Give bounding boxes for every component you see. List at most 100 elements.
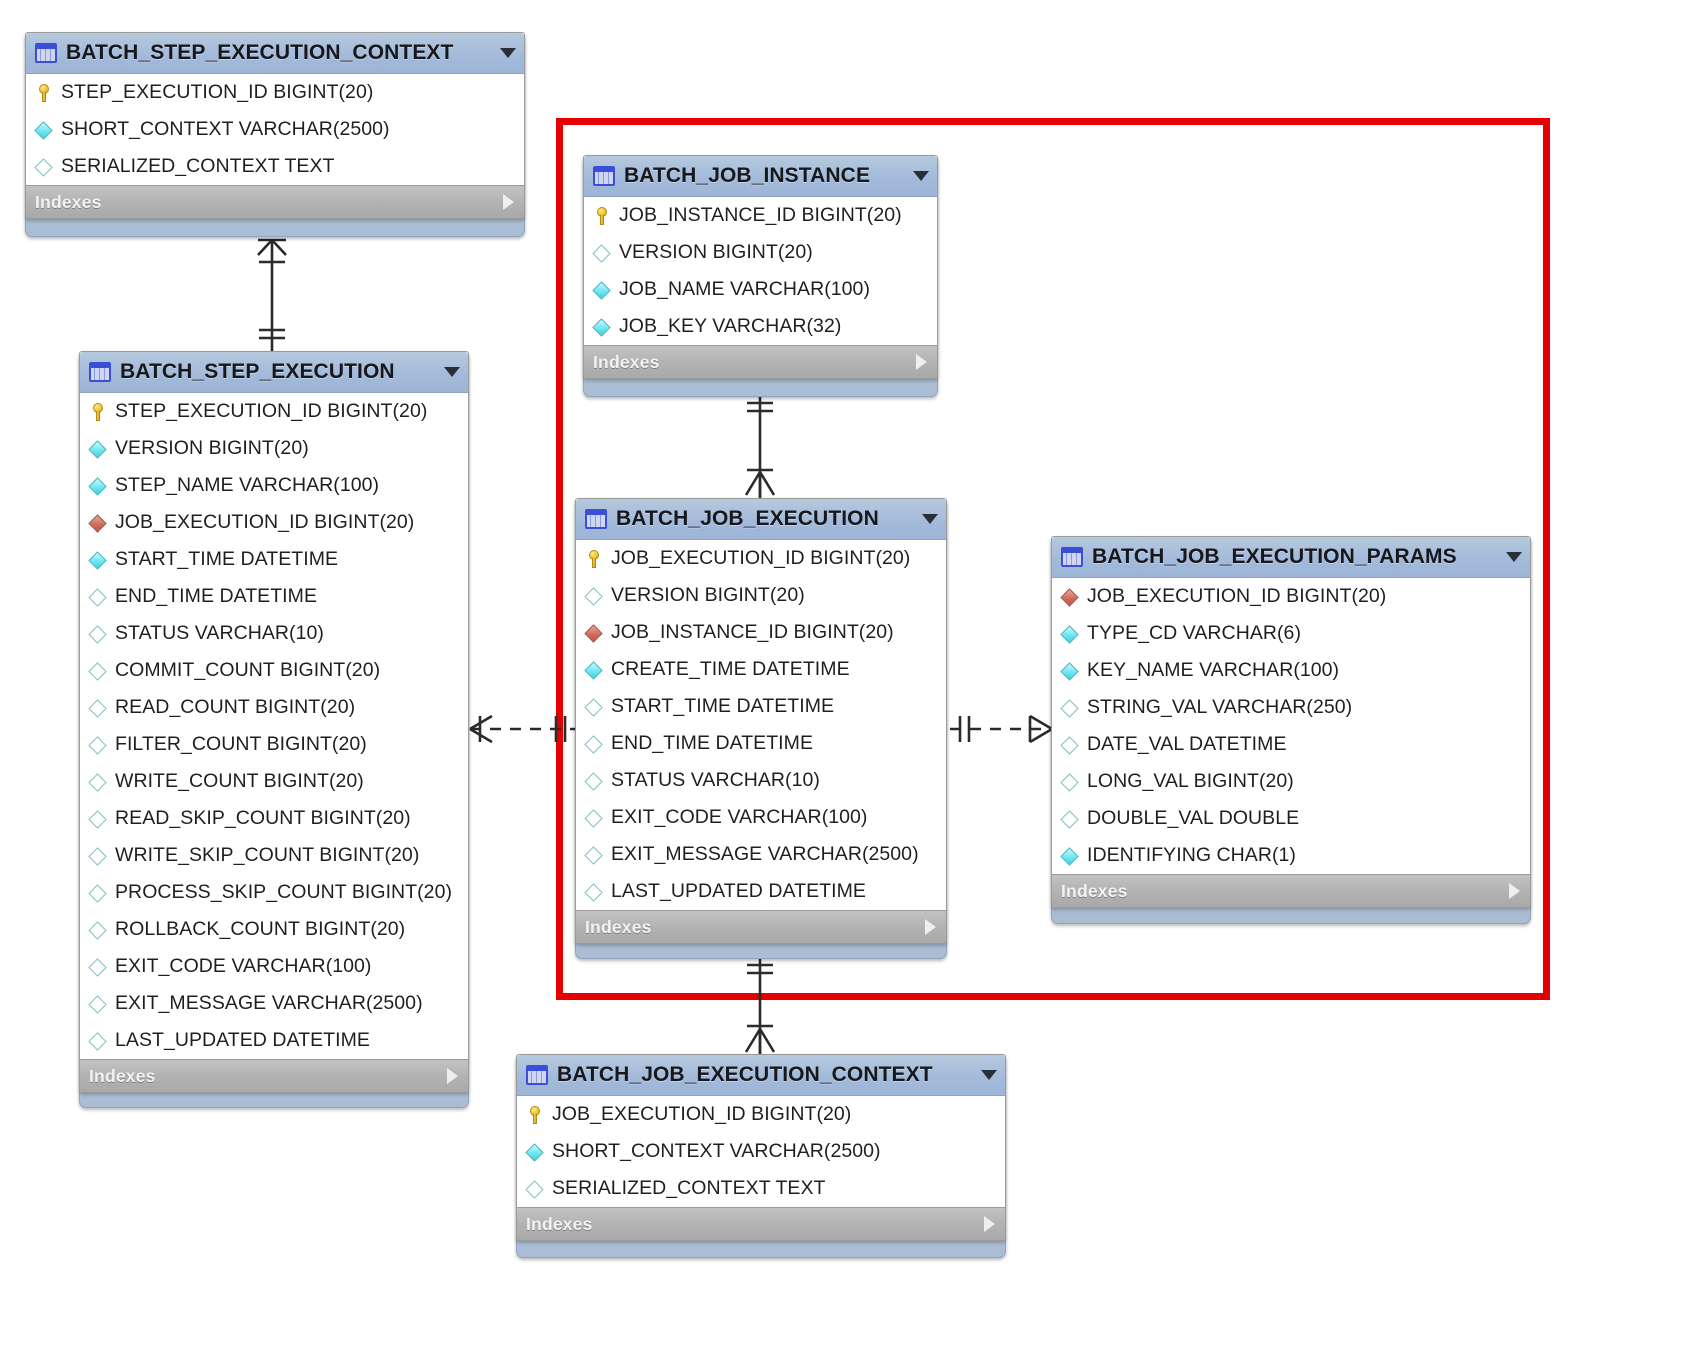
chevron-down-icon[interactable] [913,171,929,181]
filled-diamond-icon [35,120,53,140]
column-label: DATE_VAL DATETIME [1087,733,1287,755]
column-row[interactable]: SHORT_CONTEXT VARCHAR(2500) [517,1133,1005,1170]
column-row[interactable]: STATUS VARCHAR(10) [576,762,946,799]
indexes-row[interactable]: Indexes [584,345,937,378]
chevron-down-icon[interactable] [981,1070,997,1080]
hollow-diamond-icon [89,883,107,903]
column-row[interactable]: FILTER_COUNT BIGINT(20) [80,726,468,763]
indexes-row[interactable]: Indexes [1052,874,1530,907]
column-row[interactable]: DOUBLE_VAL DOUBLE [1052,800,1530,837]
indexes-row[interactable]: Indexes [80,1059,468,1092]
hollow-diamond-icon [89,920,107,940]
column-row[interactable]: KEY_NAME VARCHAR(100) [1052,652,1530,689]
chevron-right-icon[interactable] [1509,883,1520,899]
column-label: STATUS VARCHAR(10) [115,622,324,644]
column-row[interactable]: CREATE_TIME DATETIME [576,651,946,688]
column-row[interactable]: STEP_NAME VARCHAR(100) [80,467,468,504]
table-header[interactable]: BATCH_JOB_EXECUTION [576,499,946,540]
hollow-diamond-icon [89,957,107,977]
table-batch-step-execution-context[interactable]: BATCH_STEP_EXECUTION_CONTEXT STEP_EXECUT… [25,32,525,219]
table-batch-job-instance[interactable]: BATCH_JOB_INSTANCE JOB_INSTANCE_ID BIGIN… [583,155,938,379]
column-label: STEP_EXECUTION_ID BIGINT(20) [61,81,374,103]
column-row[interactable]: DATE_VAL DATETIME [1052,726,1530,763]
indexes-row[interactable]: Indexes [576,910,946,943]
column-label: ROLLBACK_COUNT BIGINT(20) [115,918,406,940]
column-row[interactable]: JOB_INSTANCE_ID BIGINT(20) [576,614,946,651]
column-row[interactable]: EXIT_MESSAGE VARCHAR(2500) [80,985,468,1022]
column-row[interactable]: VERSION BIGINT(20) [80,430,468,467]
column-row[interactable]: VERSION BIGINT(20) [576,577,946,614]
filled-diamond-icon [1061,846,1079,866]
column-row[interactable]: COMMIT_COUNT BIGINT(20) [80,652,468,689]
hollow-diamond-icon [89,735,107,755]
indexes-row[interactable]: Indexes [517,1207,1005,1240]
table-batch-step-execution[interactable]: BATCH_STEP_EXECUTION STEP_EXECUTION_ID B… [79,351,469,1093]
column-label: COMMIT_COUNT BIGINT(20) [115,659,381,681]
chevron-right-icon[interactable] [916,354,927,370]
table-batch-job-execution-context[interactable]: BATCH_JOB_EXECUTION_CONTEXT JOB_EXECUTIO… [516,1054,1006,1241]
table-header[interactable]: BATCH_JOB_INSTANCE [584,156,937,197]
table-header[interactable]: BATCH_STEP_EXECUTION_CONTEXT [26,33,524,74]
column-label: LAST_UPDATED DATETIME [611,880,866,902]
column-row[interactable]: PROCESS_SKIP_COUNT BIGINT(20) [80,874,468,911]
column-row[interactable]: JOB_EXECUTION_ID BIGINT(20) [80,504,468,541]
column-row[interactable]: STATUS VARCHAR(10) [80,615,468,652]
chevron-down-icon[interactable] [1506,552,1522,562]
column-row[interactable]: READ_SKIP_COUNT BIGINT(20) [80,800,468,837]
column-row[interactable]: START_TIME DATETIME [576,688,946,725]
column-row[interactable]: EXIT_CODE VARCHAR(100) [576,799,946,836]
indexes-label: Indexes [526,1213,593,1234]
column-row[interactable]: START_TIME DATETIME [80,541,468,578]
indexes-row[interactable]: Indexes [26,185,524,218]
column-row[interactable]: JOB_INSTANCE_ID BIGINT(20) [584,197,937,234]
column-label: SHORT_CONTEXT VARCHAR(2500) [61,118,390,140]
column-label: JOB_EXECUTION_ID BIGINT(20) [115,511,415,533]
column-row[interactable]: JOB_EXECUTION_ID BIGINT(20) [1052,578,1530,615]
column-row[interactable]: STRING_VAL VARCHAR(250) [1052,689,1530,726]
column-row[interactable]: EXIT_MESSAGE VARCHAR(2500) [576,836,946,873]
chevron-down-icon[interactable] [444,367,460,377]
chevron-down-icon[interactable] [500,48,516,58]
column-row[interactable]: IDENTIFYING CHAR(1) [1052,837,1530,874]
column-row[interactable]: JOB_EXECUTION_ID BIGINT(20) [576,540,946,577]
column-row[interactable]: EXIT_CODE VARCHAR(100) [80,948,468,985]
column-row[interactable]: JOB_KEY VARCHAR(32) [584,308,937,345]
column-row[interactable]: SHORT_CONTEXT VARCHAR(2500) [26,111,524,148]
column-label: STATUS VARCHAR(10) [611,769,820,791]
column-label: CREATE_TIME DATETIME [611,658,850,680]
table-title: BATCH_STEP_EXECUTION [120,360,395,383]
table-header[interactable]: BATCH_JOB_EXECUTION_CONTEXT [517,1055,1005,1096]
column-row[interactable]: WRITE_SKIP_COUNT BIGINT(20) [80,837,468,874]
column-row[interactable]: JOB_EXECUTION_ID BIGINT(20) [517,1096,1005,1133]
column-label: JOB_KEY VARCHAR(32) [619,315,842,337]
column-row[interactable]: LAST_UPDATED DATETIME [80,1022,468,1059]
column-row[interactable]: SERIALIZED_CONTEXT TEXT [517,1170,1005,1207]
table-header[interactable]: BATCH_STEP_EXECUTION [80,352,468,393]
column-row[interactable]: JOB_NAME VARCHAR(100) [584,271,937,308]
hollow-diamond-icon [1061,809,1079,829]
table-batch-job-execution[interactable]: BATCH_JOB_EXECUTION JOB_EXECUTION_ID BIG… [575,498,947,944]
column-row[interactable]: VERSION BIGINT(20) [584,234,937,271]
hollow-diamond-icon [1061,735,1079,755]
column-row[interactable]: STEP_EXECUTION_ID BIGINT(20) [26,74,524,111]
chevron-right-icon[interactable] [447,1068,458,1084]
column-row[interactable]: WRITE_COUNT BIGINT(20) [80,763,468,800]
chevron-down-icon[interactable] [922,514,938,524]
key-icon [585,549,603,569]
chevron-right-icon[interactable] [925,919,936,935]
chevron-right-icon[interactable] [984,1216,995,1232]
column-label: STEP_EXECUTION_ID BIGINT(20) [115,400,428,422]
column-row[interactable]: READ_COUNT BIGINT(20) [80,689,468,726]
table-batch-job-execution-params[interactable]: BATCH_JOB_EXECUTION_PARAMS JOB_EXECUTION… [1051,536,1531,908]
column-row[interactable]: ROLLBACK_COUNT BIGINT(20) [80,911,468,948]
column-row[interactable]: END_TIME DATETIME [80,578,468,615]
column-row[interactable]: TYPE_CD VARCHAR(6) [1052,615,1530,652]
column-row[interactable]: SERIALIZED_CONTEXT TEXT [26,148,524,185]
hollow-diamond-icon [89,661,107,681]
column-row[interactable]: LAST_UPDATED DATETIME [576,873,946,910]
table-header[interactable]: BATCH_JOB_EXECUTION_PARAMS [1052,537,1530,578]
chevron-right-icon[interactable] [503,194,514,210]
column-row[interactable]: LONG_VAL BIGINT(20) [1052,763,1530,800]
column-row[interactable]: END_TIME DATETIME [576,725,946,762]
column-row[interactable]: STEP_EXECUTION_ID BIGINT(20) [80,393,468,430]
